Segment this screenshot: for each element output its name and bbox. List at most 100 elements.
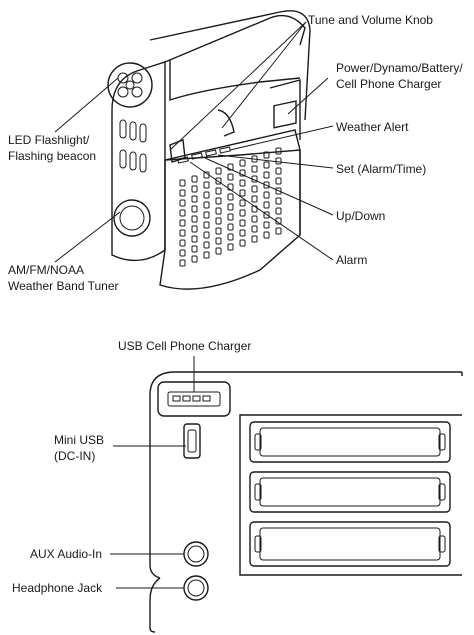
grille-hole bbox=[179, 229, 186, 237]
grille-hole bbox=[263, 181, 270, 189]
grille-hole bbox=[239, 199, 246, 207]
label-mini-usb-line2: (DC-IN) bbox=[54, 449, 95, 463]
grille-hole bbox=[179, 199, 186, 207]
grille-hole bbox=[263, 191, 270, 199]
grille-hole bbox=[275, 197, 282, 205]
grille-hole bbox=[227, 163, 234, 171]
band-tuner-knob bbox=[113, 199, 151, 237]
mini-usb-port bbox=[183, 423, 201, 459]
grille-hole bbox=[251, 165, 258, 173]
grille-hole bbox=[263, 221, 270, 229]
grille-hole bbox=[227, 173, 234, 181]
battery-1 bbox=[249, 421, 451, 463]
grille-hole bbox=[203, 191, 210, 199]
radio-handle-top bbox=[164, 14, 306, 63]
label-up-down: Up/Down bbox=[336, 209, 385, 223]
grille-hole bbox=[275, 227, 282, 235]
battery-compartment bbox=[239, 414, 462, 576]
label-band-line1: AM/FM/NOAA bbox=[8, 263, 84, 277]
grille-hole bbox=[251, 235, 258, 243]
grille-hole bbox=[179, 259, 186, 267]
grille-hole bbox=[275, 167, 282, 175]
grille-hole bbox=[191, 225, 198, 233]
grille-hole bbox=[239, 189, 246, 197]
label-weather-alert: Weather Alert bbox=[336, 120, 409, 134]
grille-hole bbox=[227, 223, 234, 231]
grille-hole bbox=[263, 161, 270, 169]
grille-hole bbox=[203, 231, 210, 239]
speaker-grille bbox=[179, 147, 282, 267]
grille-hole bbox=[191, 195, 198, 203]
volume-knob bbox=[217, 109, 235, 137]
label-usb-charger: USB Cell Phone Charger bbox=[118, 339, 251, 353]
grille-hole bbox=[203, 251, 210, 259]
grille-hole bbox=[263, 211, 270, 219]
battery-3 bbox=[249, 521, 451, 567]
grille-hole bbox=[179, 249, 186, 257]
label-led-line2: Flashing beacon bbox=[8, 149, 96, 163]
grille-hole bbox=[239, 159, 246, 167]
grille-hole bbox=[263, 201, 270, 209]
bottom-leader-lines bbox=[110, 356, 195, 589]
grille-hole bbox=[215, 187, 222, 195]
side-vent-slots bbox=[119, 119, 147, 173]
label-set-alarm-time: Set (Alarm/Time) bbox=[336, 162, 426, 176]
grille-hole bbox=[239, 169, 246, 177]
led-flashlight bbox=[107, 62, 153, 108]
grille-hole bbox=[275, 157, 282, 165]
grille-hole bbox=[215, 227, 222, 235]
grille-hole bbox=[191, 205, 198, 213]
label-aux-audio-in: AUX Audio-In bbox=[30, 547, 102, 561]
grille-hole bbox=[215, 237, 222, 245]
grille-hole bbox=[215, 177, 222, 185]
grille-hole bbox=[275, 207, 282, 215]
grille-hole bbox=[239, 239, 246, 247]
grille-hole bbox=[191, 245, 198, 253]
top-leader-lines bbox=[54, 21, 334, 263]
grille-hole bbox=[239, 229, 246, 237]
grille-hole bbox=[191, 185, 198, 193]
grille-hole bbox=[191, 215, 198, 223]
grille-hole bbox=[227, 193, 234, 201]
grille-hole bbox=[227, 203, 234, 211]
panel-outline-bottom bbox=[149, 577, 161, 633]
grille-hole bbox=[263, 171, 270, 179]
grille-hole bbox=[251, 195, 258, 203]
grille-hole bbox=[203, 181, 210, 189]
grille-hole bbox=[251, 225, 258, 233]
grille-hole bbox=[179, 219, 186, 227]
grille-hole bbox=[179, 179, 186, 187]
label-power-line1: Power/Dynamo/Battery/ bbox=[336, 61, 463, 75]
radio-front-panel bbox=[159, 149, 301, 290]
grille-hole bbox=[275, 187, 282, 195]
grille-hole bbox=[263, 151, 270, 159]
grille-hole bbox=[203, 221, 210, 229]
label-power-line2: Cell Phone Charger bbox=[336, 77, 441, 91]
radio-left-side-panel bbox=[111, 61, 166, 262]
grille-hole bbox=[191, 175, 198, 183]
grille-hole bbox=[239, 209, 246, 217]
button-row bbox=[177, 146, 231, 164]
power-switch bbox=[273, 100, 297, 129]
grille-hole bbox=[251, 215, 258, 223]
grille-hole bbox=[179, 239, 186, 247]
grille-hole bbox=[227, 243, 234, 251]
grille-hole bbox=[191, 255, 198, 263]
radio-handle-inner bbox=[169, 60, 301, 101]
radio-handle-outer bbox=[149, 10, 311, 121]
grille-hole bbox=[203, 201, 210, 209]
radio-right-face bbox=[269, 79, 301, 140]
label-mini-usb-line1: Mini USB bbox=[54, 433, 104, 447]
grille-hole bbox=[227, 213, 234, 221]
grille-hole bbox=[275, 147, 282, 155]
grille-hole bbox=[179, 209, 186, 217]
grille-hole bbox=[215, 217, 222, 225]
grille-hole bbox=[263, 231, 270, 239]
grille-hole bbox=[227, 233, 234, 241]
grille-hole bbox=[215, 207, 222, 215]
grille-hole bbox=[215, 197, 222, 205]
grille-hole bbox=[239, 219, 246, 227]
grille-hole bbox=[251, 185, 258, 193]
side-panel-illustration bbox=[149, 371, 463, 633]
